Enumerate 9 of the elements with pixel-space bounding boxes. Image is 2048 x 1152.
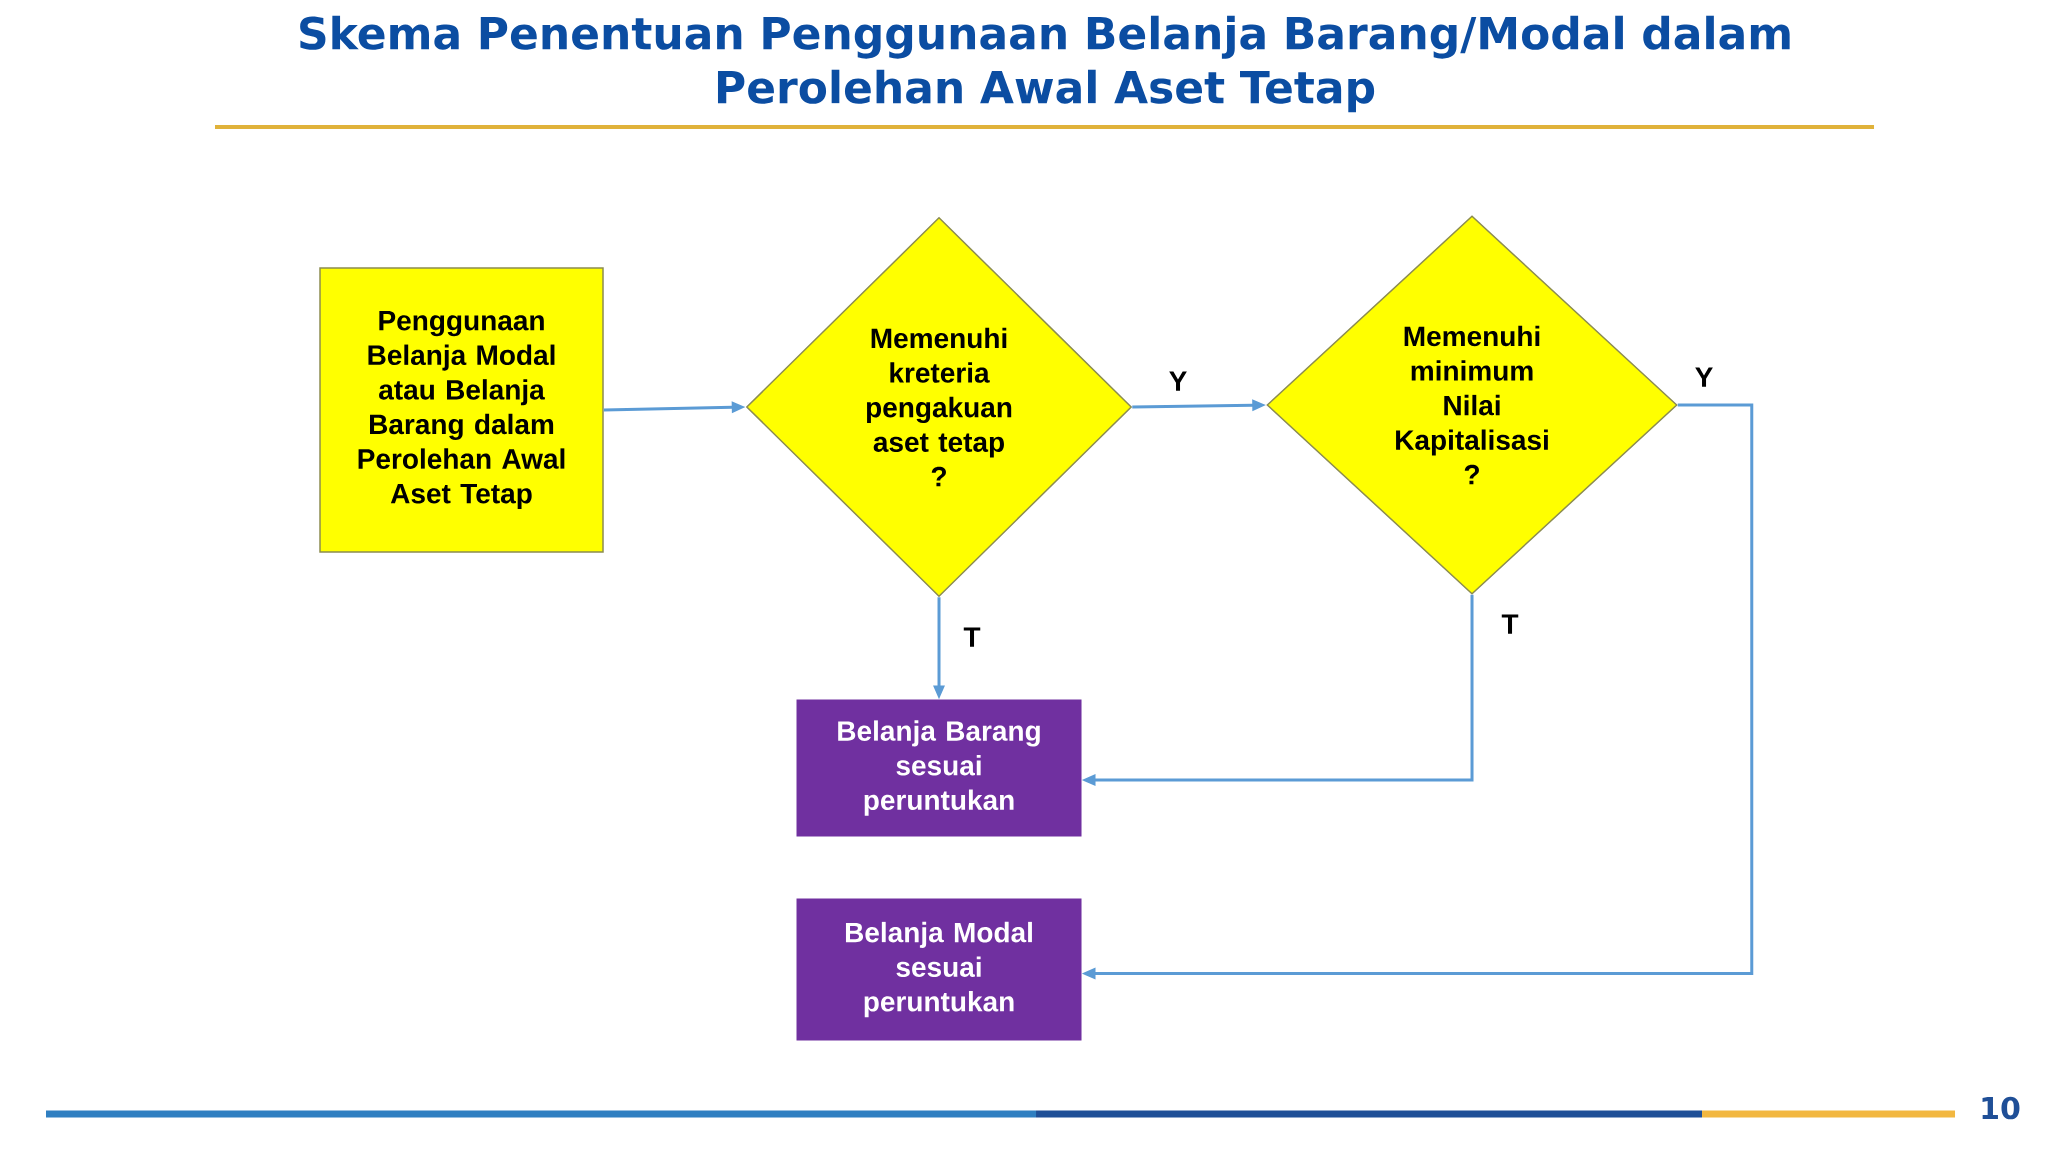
edge-label: T	[1499, 612, 1521, 636]
edge-label: Y	[1692, 365, 1716, 389]
title: Skema Penentuan Penggunaan Belanja Barang/Modal dalam Perolehan Awal Aset Tetap	[300, 15, 1790, 113]
page-number: 10	[1982, 1096, 2020, 1120]
edge-label: T	[961, 625, 983, 649]
edge-label: Y	[1166, 369, 1190, 393]
result-box: Belanja Modal sesuai peruntukan	[796, 898, 1082, 1041]
result-box: Belanja Barang sesuai peruntukan	[796, 699, 1082, 837]
process-box: Penggunaan Belanja Modal atau Belanja Barang dalam Perolehan Awal Aset Tetap	[319, 267, 604, 553]
